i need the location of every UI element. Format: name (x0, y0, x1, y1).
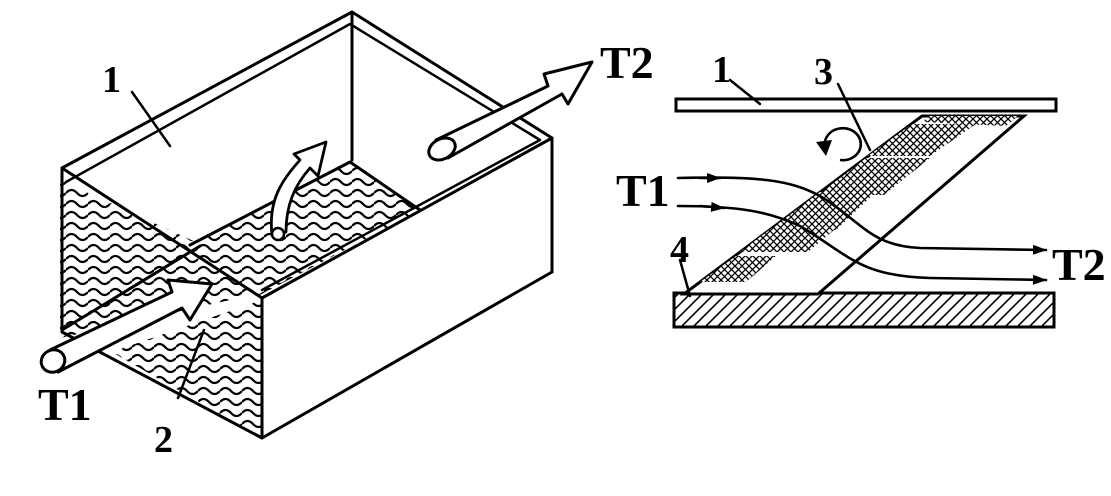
stream-upper (676, 176, 1048, 255)
leader-2-left (176, 328, 206, 400)
label-4-right: 4 (670, 229, 689, 271)
recirculation-arrow (816, 126, 863, 162)
label-1-left: 1 (102, 59, 121, 101)
leader-4-right (678, 258, 692, 298)
rising-vapour-arrow (269, 140, 328, 242)
outlet-tube (427, 60, 594, 162)
end-wave-face (260, 150, 555, 438)
label-1-right: 1 (712, 49, 731, 91)
flow-lines (676, 173, 1048, 285)
front-wave-face (60, 180, 256, 338)
inlet-tube (39, 278, 214, 374)
leader-3-right (836, 82, 872, 152)
label-2-left: 2 (154, 419, 173, 461)
label-t1-left: T1 (38, 379, 92, 430)
stream-lower (676, 204, 1048, 285)
right-section: 1 3 4 T1 T2 (616, 49, 1106, 329)
label-t2-right: T2 (1052, 239, 1106, 290)
inner-liquid-floor (190, 162, 420, 296)
label-t1-right: T1 (616, 165, 670, 216)
leader-1-left (130, 90, 172, 148)
label-t2-left: T2 (600, 37, 654, 88)
label-3-right: 3 (814, 51, 833, 93)
top-plate (674, 97, 1058, 113)
bottom-plate (672, 291, 1056, 329)
packed-bed (679, 114, 1029, 296)
end-wave-lower (112, 300, 262, 438)
left-apparatus: 1 2 T1 T2 (38, 10, 654, 461)
leader-1-right (728, 78, 762, 106)
box-outline (60, 10, 554, 440)
